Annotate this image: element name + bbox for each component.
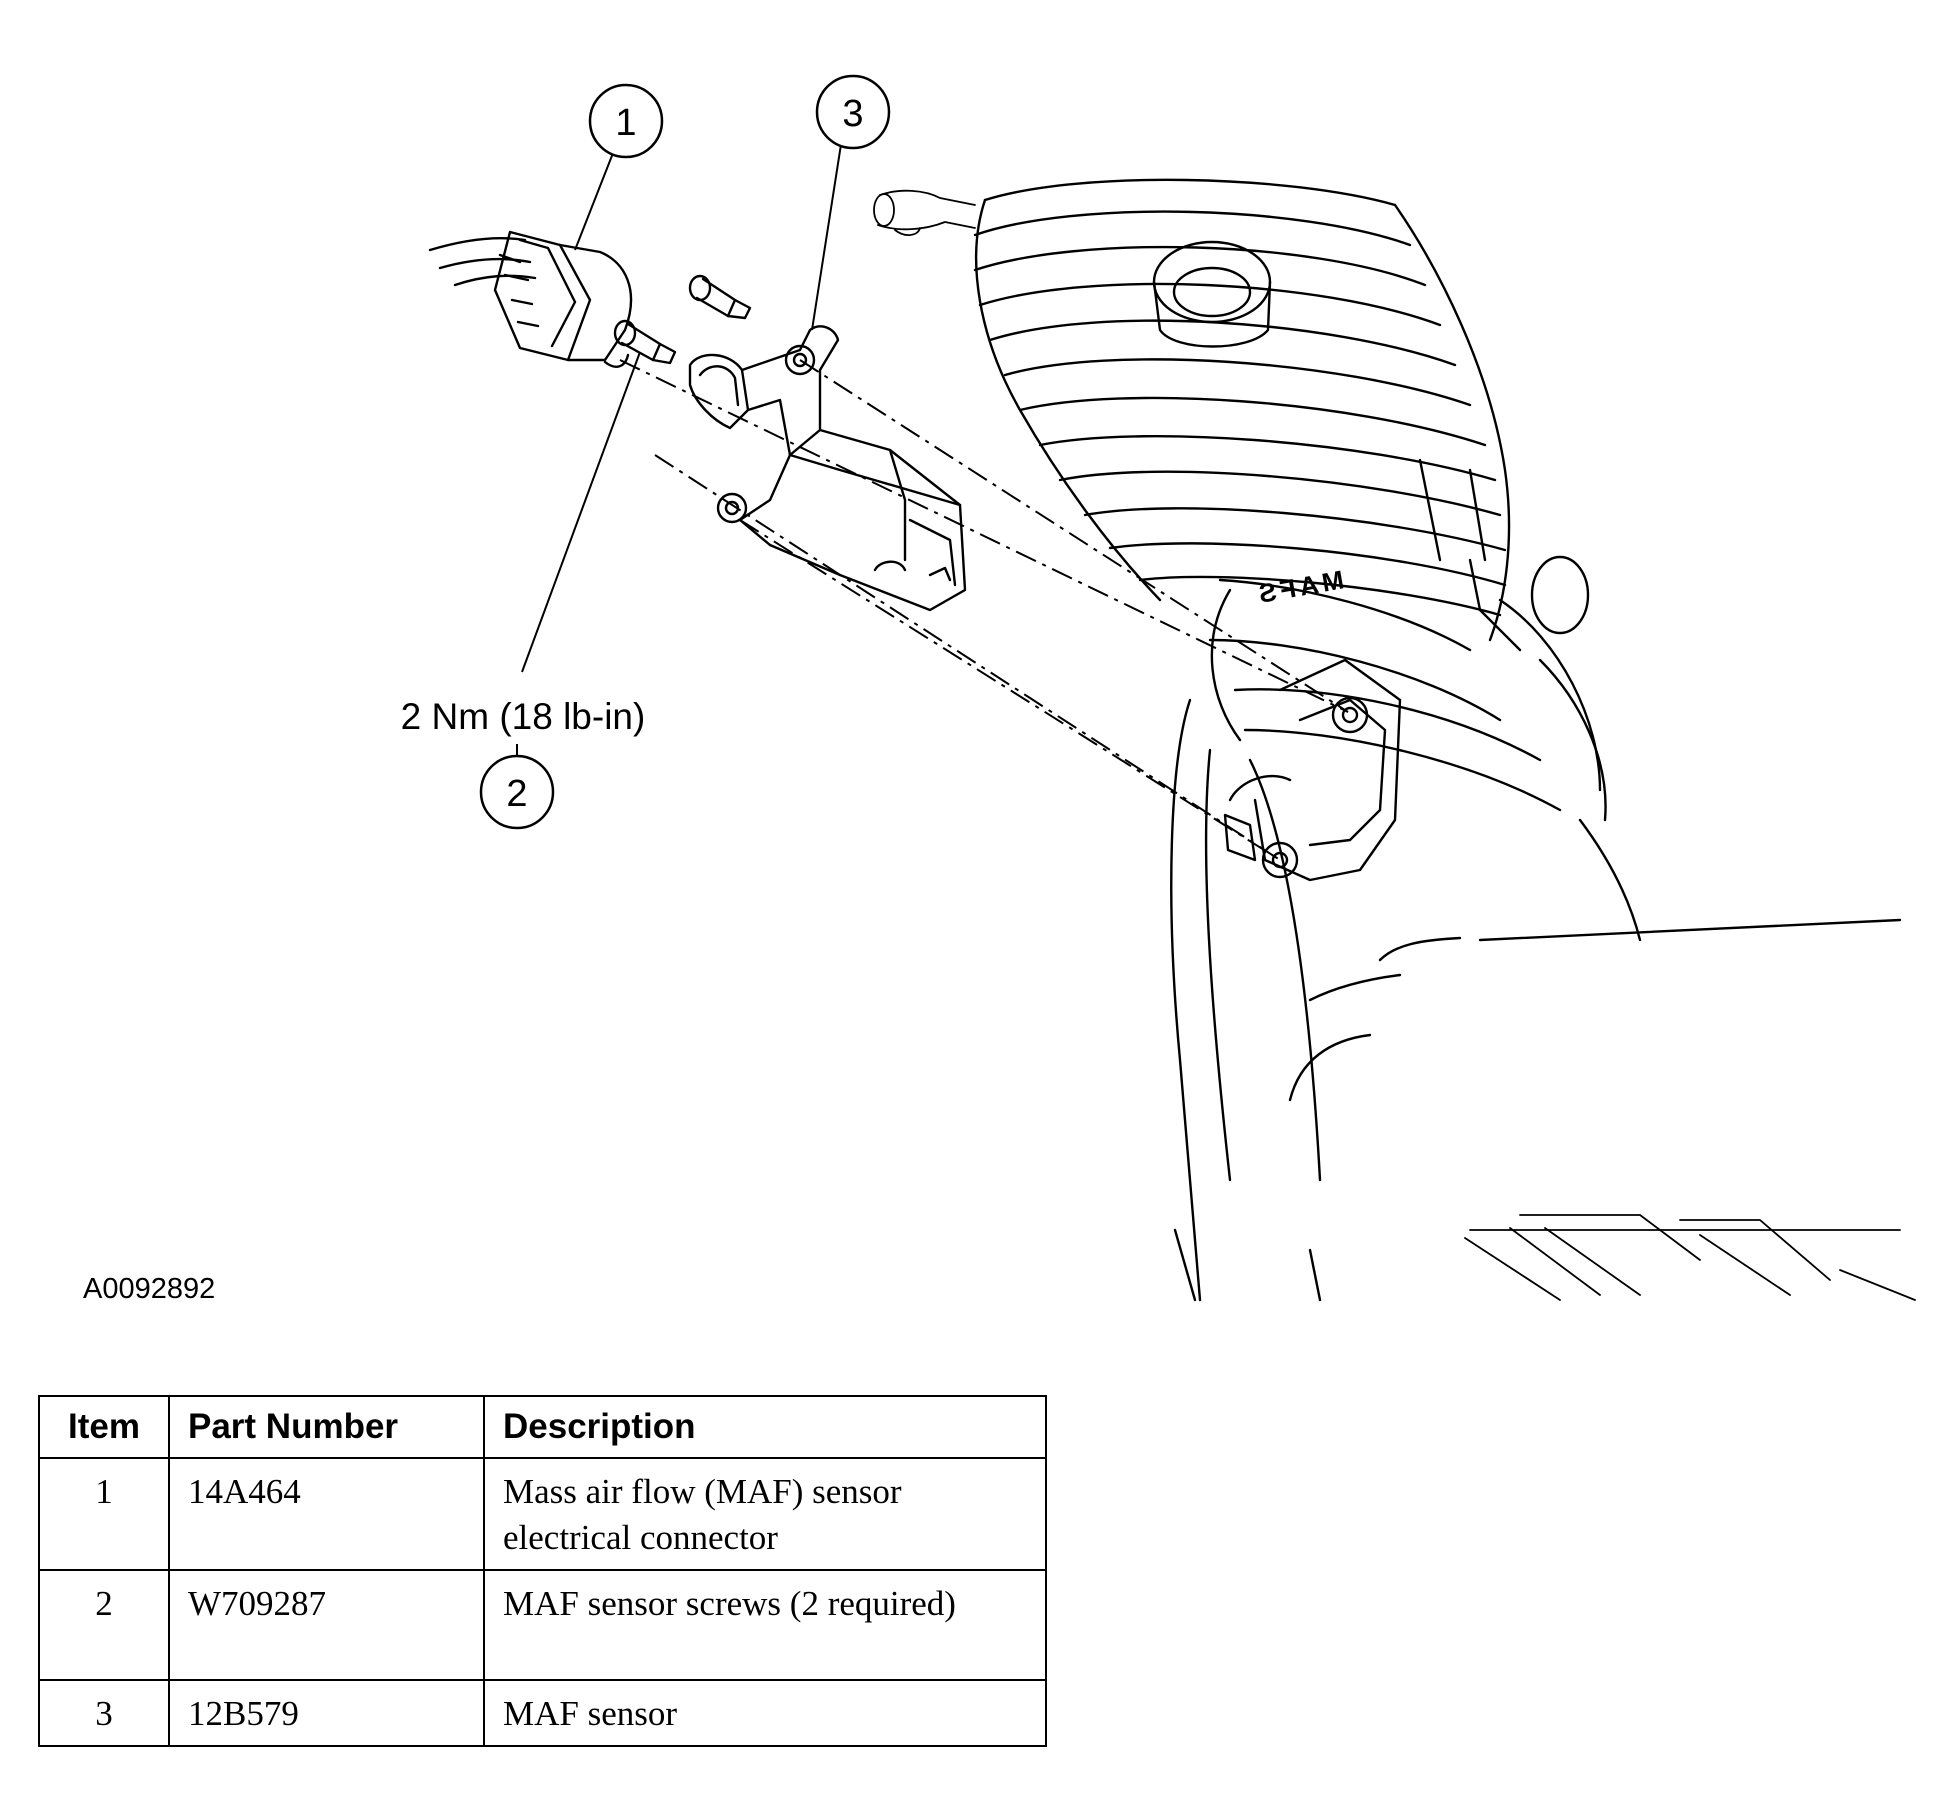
cell-description: Mass air flow (MAF) sensor electrical co… xyxy=(483,1457,1047,1571)
callout-1: 1 xyxy=(588,83,664,159)
electrical-connector xyxy=(428,230,633,368)
cell-description: MAF sensor xyxy=(483,1679,1047,1747)
cell-part-number: 14A464 xyxy=(168,1457,485,1571)
figure-id: A0092892 xyxy=(83,1273,216,1305)
header-description: Description xyxy=(483,1395,1047,1459)
cell-part-number: 12B579 xyxy=(168,1679,485,1747)
parts-table: Item Part Number Description 1 14A464 Ma… xyxy=(38,1395,1047,1747)
maf-sensor-exploded-diagram: MAFS xyxy=(401,74,1916,1302)
air-intake-duct: MAFS xyxy=(873,178,1916,1302)
callout-1-number: 1 xyxy=(615,102,636,144)
header-part-number: Part Number xyxy=(168,1395,485,1459)
leader-lines xyxy=(516,137,843,760)
screw-upper xyxy=(688,274,752,320)
assembly-centerlines xyxy=(619,359,1349,861)
table-row: 1 14A464 Mass air flow (MAF) sensor elec… xyxy=(38,1457,1047,1571)
cell-item: 3 xyxy=(38,1679,170,1747)
callout-3-number: 3 xyxy=(842,93,863,135)
parts-table-header: Item Part Number Description xyxy=(38,1395,1047,1459)
callout-2: 2 xyxy=(479,754,555,830)
maf-sensor xyxy=(688,325,967,612)
header-item: Item xyxy=(38,1395,170,1459)
cell-item: 1 xyxy=(38,1457,170,1571)
mafs-emboss-text: MAFS xyxy=(1253,564,1347,609)
callout-2-number: 2 xyxy=(506,773,527,815)
table-row: 2 W709287 MAF sensor screws (2 required) xyxy=(38,1569,1047,1681)
screw-lower xyxy=(613,319,677,365)
torque-spec-label: 2 Nm (18 lb-in) xyxy=(401,696,646,737)
callout-3: 3 xyxy=(815,74,891,150)
table-row: 3 12B579 MAF sensor xyxy=(38,1679,1047,1747)
cell-description: MAF sensor screws (2 required) xyxy=(483,1569,1047,1681)
cell-part-number: W709287 xyxy=(168,1569,485,1681)
cell-item: 2 xyxy=(38,1569,170,1681)
